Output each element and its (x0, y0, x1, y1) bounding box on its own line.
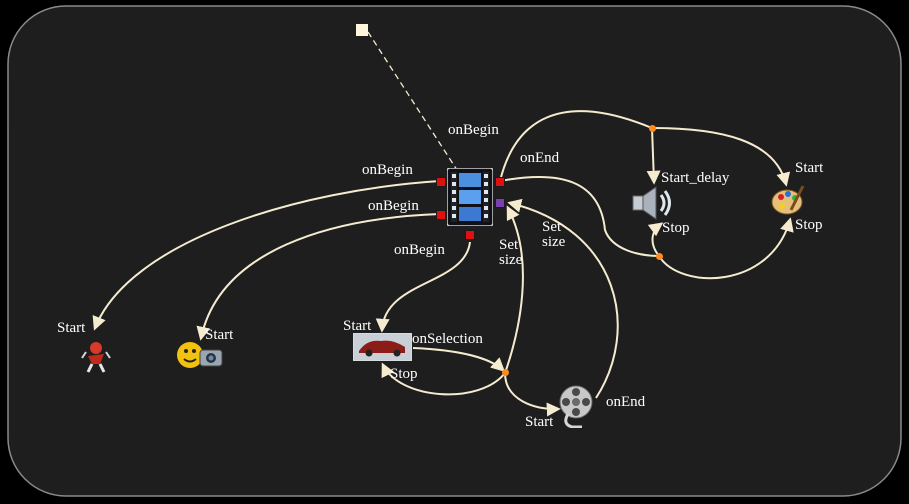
car-stop-label: Stop (390, 366, 418, 382)
link-reel-onend-setsize (507, 198, 619, 399)
video-onbegin-top-label: onBegin (448, 122, 499, 138)
film-reel-icon[interactable] (558, 384, 594, 429)
set-size-label-2: Set size (542, 220, 565, 250)
smiley-start-label: Start (205, 327, 234, 343)
video-onbegin-port-2[interactable] (436, 210, 446, 220)
video-onend-port[interactable] (495, 177, 505, 187)
link-junction-paint-stop (658, 217, 794, 280)
link-junction-paint (651, 127, 791, 187)
video-onbegin-port-1[interactable] (436, 177, 446, 187)
link-video-onbegin-top (499, 110, 653, 182)
junction-car[interactable] (502, 369, 509, 376)
car-thumbnail-icon[interactable] (352, 332, 413, 362)
video-onbegin-label-2: onBegin (368, 198, 419, 214)
paint-palette-icon[interactable] (771, 184, 805, 216)
video-onbegin-label-3: onBegin (394, 242, 445, 258)
video-onbegin-port-3[interactable] (465, 230, 475, 240)
paint-start-label: Start (795, 160, 824, 176)
link-junction-car-stop (381, 362, 506, 396)
set-size-label-2-line2: size (542, 234, 566, 250)
set-size-label-1-line1: Set (499, 237, 519, 253)
link-car-onselection (412, 347, 506, 372)
smiley-camera-icon[interactable] (176, 338, 226, 372)
car-start-label: Start (343, 318, 372, 334)
reel-start-label: Start (525, 414, 554, 430)
link-onbegin-bomb (92, 180, 441, 331)
bomb-start-label: Start (57, 320, 86, 336)
anchor-link (367, 31, 458, 171)
junction-bottom[interactable] (656, 253, 663, 260)
link-junction-setsize (504, 205, 524, 374)
paint-stop-label: Stop (795, 217, 823, 233)
canvas-panel (7, 5, 902, 497)
reel-onend-label: onEnd (606, 394, 646, 410)
sound-stop-label: Stop (662, 220, 690, 236)
link-junction-reel-start (504, 372, 561, 417)
set-size-label-1-line2: size (499, 252, 523, 268)
anchor-square-icon[interactable] (356, 24, 368, 36)
video-setsize-port[interactable] (495, 198, 505, 208)
speaker-icon[interactable] (630, 184, 675, 222)
set-size-label-1: Set size (499, 238, 522, 268)
exploding-figure-icon[interactable] (80, 340, 112, 374)
link-junction-sound (646, 127, 661, 185)
junction-top[interactable] (649, 125, 656, 132)
sound-start-delay-label: Start_delay (661, 170, 730, 186)
car-onselection-label: onSelection (412, 331, 483, 347)
link-onbegin-smiley (196, 213, 441, 341)
video-onbegin-label-1: onBegin (362, 162, 413, 178)
set-size-label-2-line1: Set (542, 219, 562, 235)
video-onend-label: onEnd (520, 150, 560, 166)
link-video-onend (499, 175, 660, 257)
link-onbegin-car (375, 241, 471, 333)
film-strip-icon[interactable] (446, 167, 494, 227)
